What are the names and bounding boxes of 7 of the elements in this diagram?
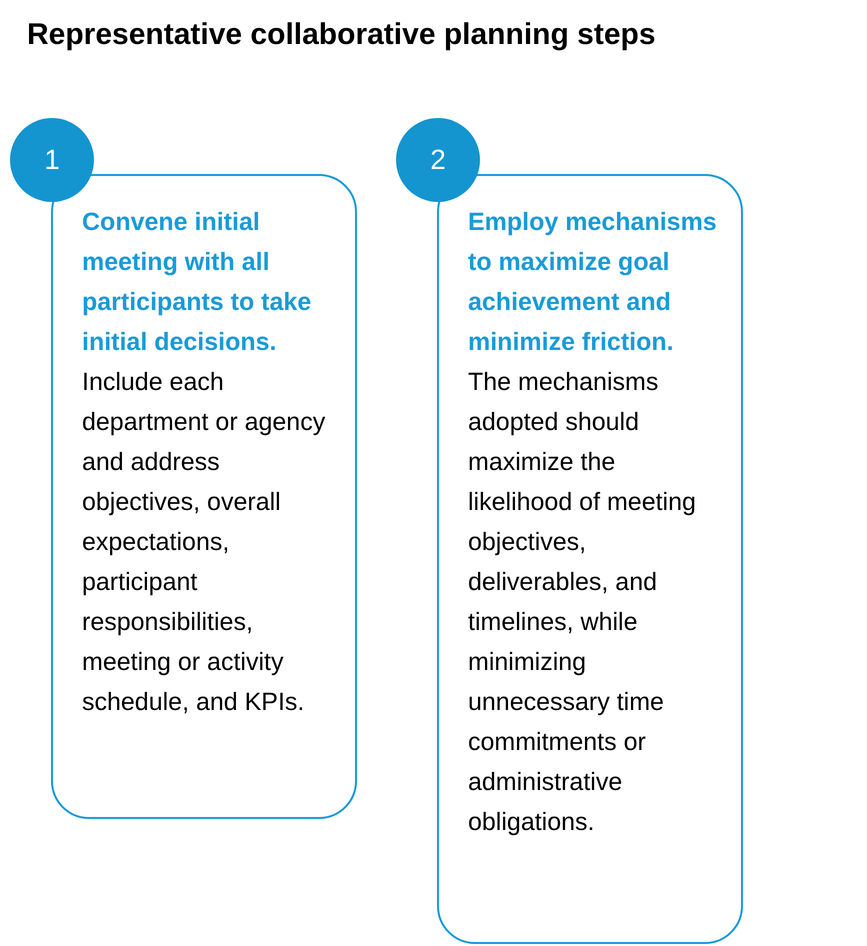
step-number-circle: 1: [10, 118, 94, 202]
title: Representative collaborative planning steps: [27, 18, 656, 52]
step-card: [437, 174, 743, 944]
step-number-circle: 2: [396, 118, 480, 202]
step-description: Employ mechanisms to maximize goal achievement and minimize friction. The mechanisms adopted should maximize the likelihood of meeting objectives, deliverables, and timelines, while minimizing unnecessary time commitments or administrative obligations.: [468, 207, 718, 838]
step-description: Convene initial meeting with all participants to take initial decisions. Include each department or agency and address objectives, overall expectations, participant responsibilities, meeting or activity schedule, and KPIs.: [82, 207, 326, 718]
step-card: [51, 174, 357, 819]
